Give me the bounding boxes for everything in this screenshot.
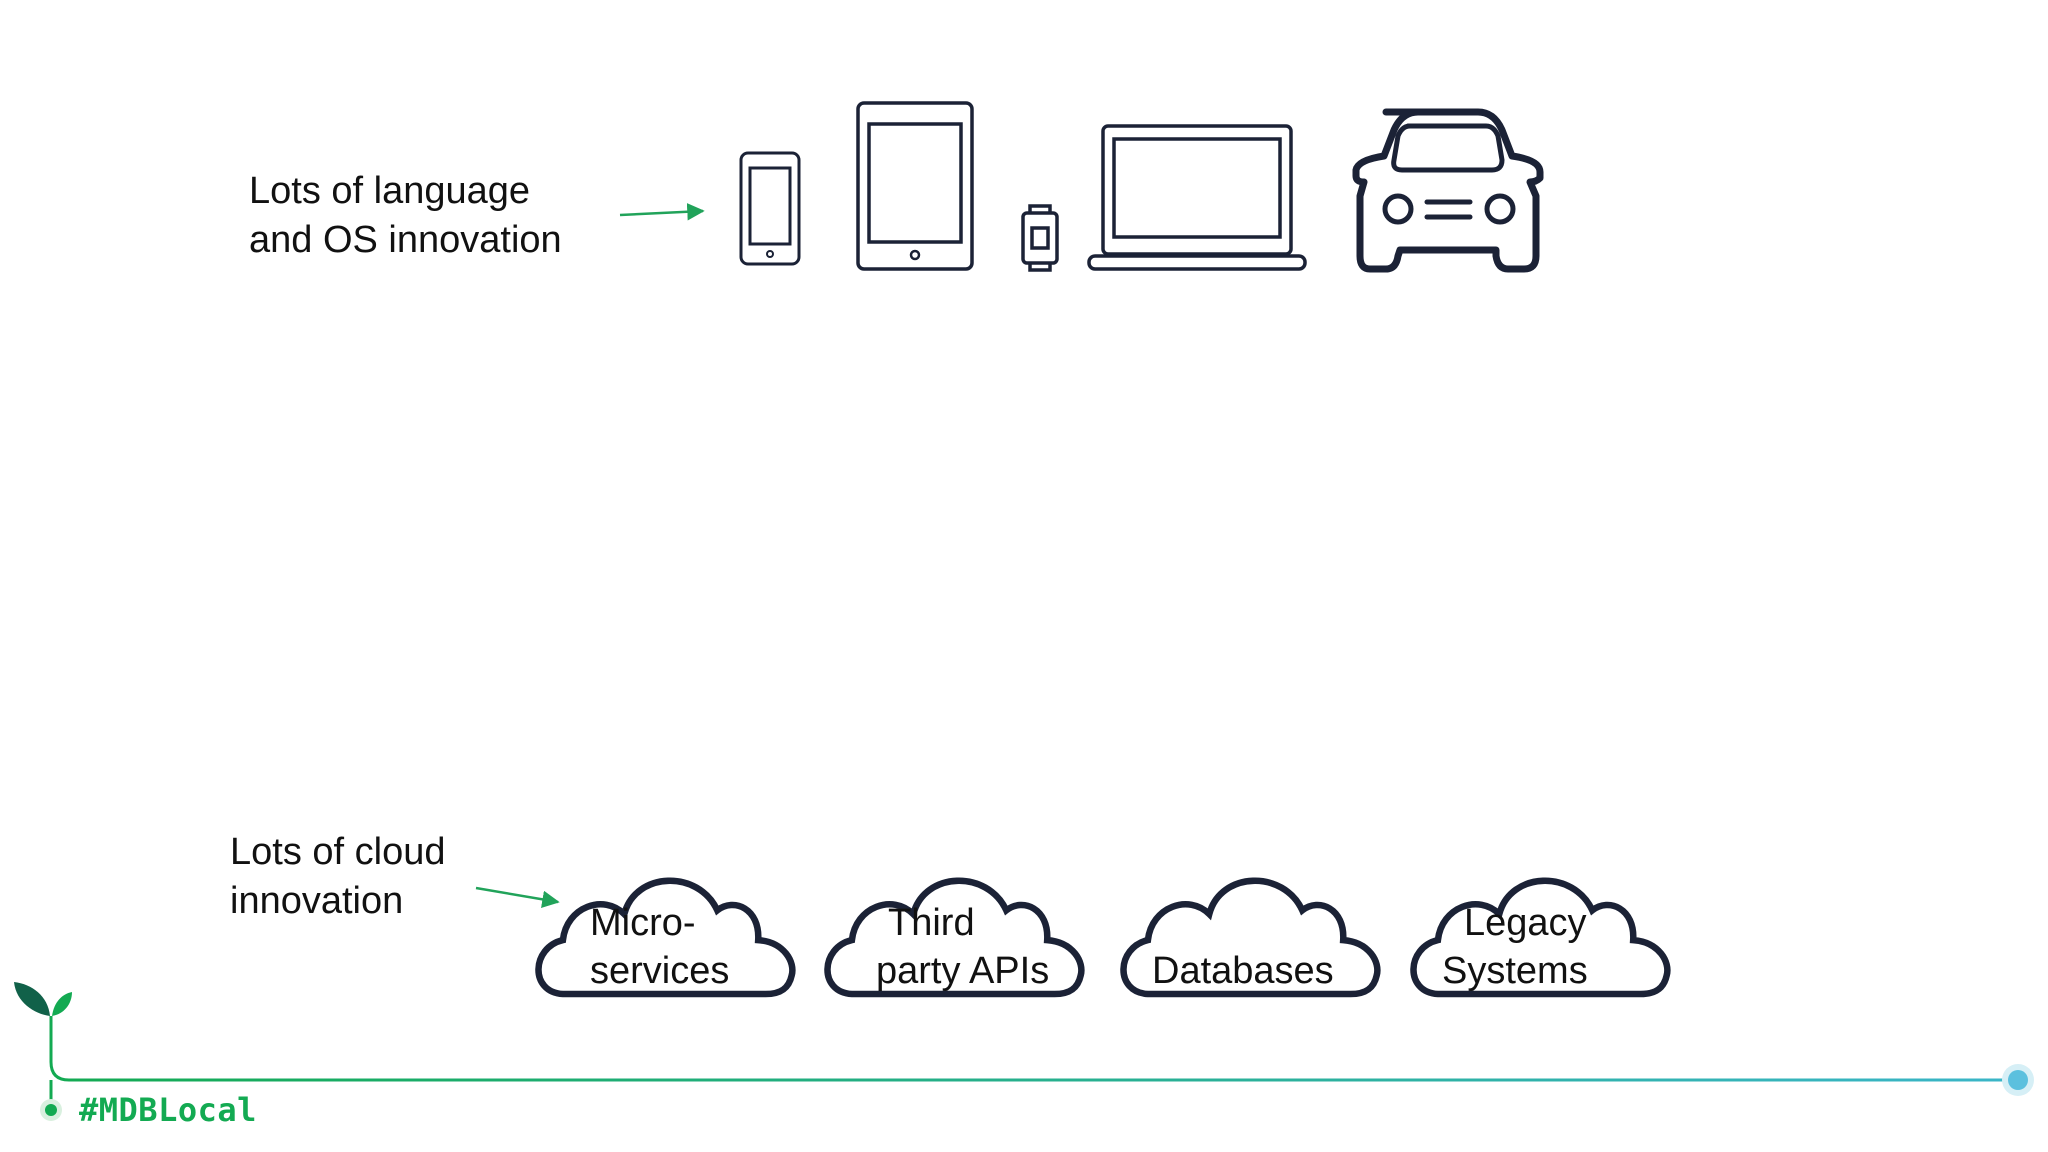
cloud-label-databases: Databases <box>1152 947 1334 995</box>
footer-start-dot <box>40 1099 62 1121</box>
cloud-label-line: Third <box>888 902 975 944</box>
laptop-icon <box>1087 124 1307 271</box>
tablet-icon <box>856 101 974 271</box>
sprout-icon <box>14 982 72 1016</box>
top-arrow <box>619 203 705 221</box>
cloud-label-third-party-apis: Third party APIs <box>876 899 1049 995</box>
smartwatch-icon <box>1021 204 1059 272</box>
cloud-label-line: services <box>590 950 730 992</box>
cloud-label-line: Legacy <box>1464 902 1587 944</box>
cloud-label-legacy-systems: Legacy Systems <box>1442 899 1588 995</box>
car-icon <box>1352 108 1544 273</box>
cloud-label-line: Systems <box>1442 950 1588 992</box>
bottom-caption: Lots of cloud innovation <box>230 828 445 926</box>
bottom-caption-line-1: Lots of cloud <box>230 831 446 873</box>
top-caption-line-1: Lots of language <box>249 170 531 212</box>
cloud-label-line: Micro- <box>590 902 696 944</box>
event-hashtag: #MDBLocal <box>79 1091 257 1129</box>
bottom-arrow <box>475 886 560 908</box>
cloud-label-line: Databases <box>1152 950 1334 992</box>
footer-end-dot <box>2002 1064 2034 1096</box>
top-caption-line-2: and OS innovation <box>249 219 562 261</box>
top-caption: Lots of language and OS innovation <box>249 167 562 265</box>
smartphone-icon <box>739 151 801 266</box>
bottom-caption-line-2: innovation <box>230 880 404 922</box>
footer-line <box>49 1016 2018 1110</box>
cloud-label-line: party APIs <box>876 950 1050 992</box>
cloud-label-microservices: Micro- services <box>590 899 729 995</box>
